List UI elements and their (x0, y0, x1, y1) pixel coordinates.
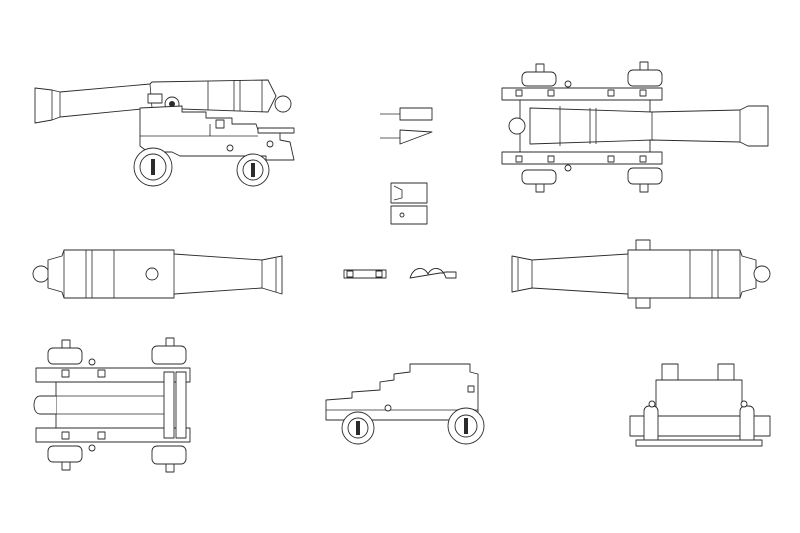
barrel-right-view (511, 239, 771, 309)
hinge-parts (343, 268, 457, 279)
block-parts (390, 182, 428, 225)
wedge-parts (380, 107, 433, 145)
side-elevation-view (34, 79, 295, 187)
barrel-left-view (32, 249, 283, 299)
carriage-side-view (325, 363, 485, 445)
carriage-plan-view (33, 337, 191, 473)
rear-view (629, 363, 771, 447)
top-view-right (501, 61, 769, 193)
